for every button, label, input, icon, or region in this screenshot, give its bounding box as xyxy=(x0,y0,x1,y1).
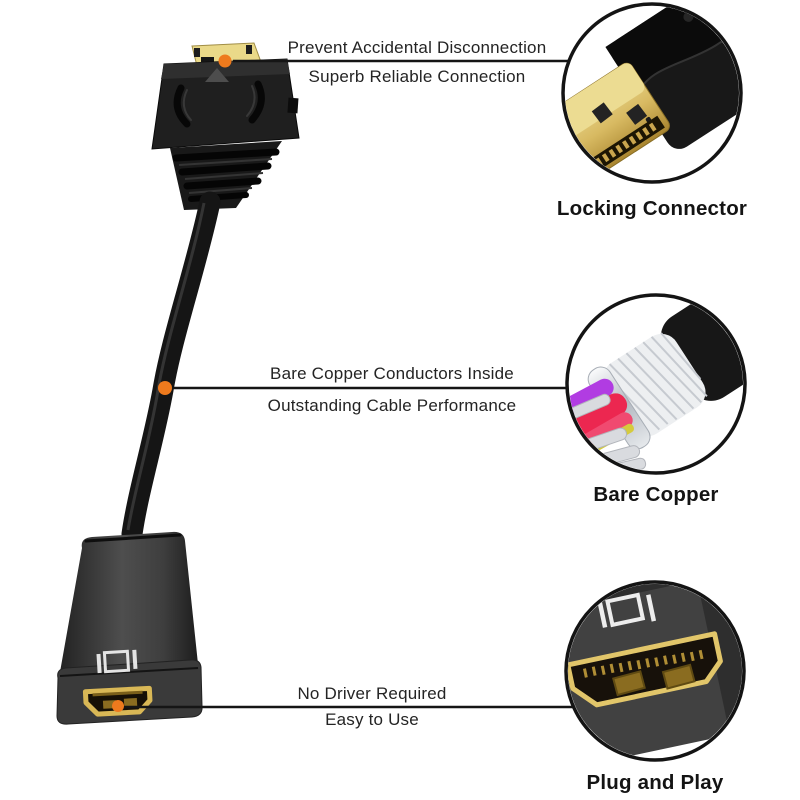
anchor-dot-copper xyxy=(158,381,172,395)
callout-label-locking-connector: Locking Connector xyxy=(556,197,748,220)
feature-text-copper-conductors: Bare Copper Conductors Inside xyxy=(270,364,514,383)
anchor-dot-locking xyxy=(218,54,232,68)
hdmi-adapter-photo xyxy=(56,531,203,725)
callout-label-plug-and-play: Plug and Play xyxy=(586,771,724,794)
hdmi-port-closeup xyxy=(568,631,723,708)
anchor-dots xyxy=(112,54,232,712)
hdmi-logo-icon-large xyxy=(597,592,657,628)
callout-label-bare-copper: Bare Copper xyxy=(593,483,719,506)
leader-lines xyxy=(122,59,573,709)
feature-text-cable-performance: Outstanding Cable Performance xyxy=(267,396,517,415)
hdmi-logo-icon xyxy=(96,649,138,674)
cable-photo xyxy=(121,191,221,545)
displayport-connector-photo xyxy=(151,42,300,210)
callout-circle-bare-copper xyxy=(565,293,747,475)
feature-text-easy-to-use: Easy to Use xyxy=(325,710,419,729)
feature-text-prevent-disconnection: Prevent Accidental Disconnection xyxy=(287,38,547,57)
displayport-triangle-icon xyxy=(205,68,229,82)
callout-circle-plug-and-play xyxy=(564,580,746,762)
callout-circle-locking-connector xyxy=(561,2,743,184)
feature-text-reliable-connection: Superb Reliable Connection xyxy=(308,67,526,86)
feature-text-no-driver: No Driver Required xyxy=(297,684,447,703)
anchor-dot-plug xyxy=(112,700,124,712)
